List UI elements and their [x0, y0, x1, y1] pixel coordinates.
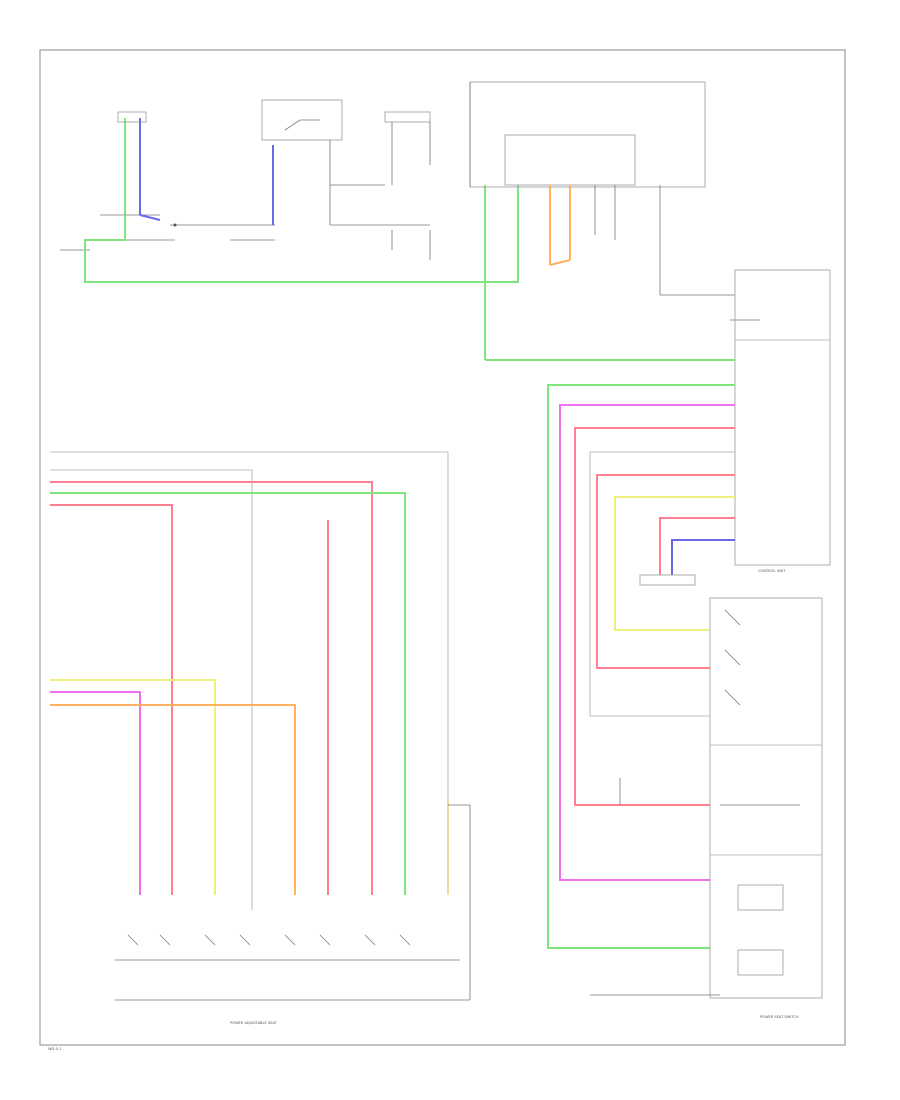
bottom-right-label: POWER SEAT SWITCH [760, 1015, 799, 1019]
power-seat-switch-block [619, 597, 823, 999]
control-unit-label: CONTROL UNIT [758, 569, 786, 573]
connector-wires [485, 359, 735, 949]
green-top-loop [84, 185, 519, 360]
top-left-switch [60, 111, 275, 251]
top-middle-switch [261, 99, 430, 226]
page-ref-label: WD-0-1 [48, 1047, 62, 1051]
bottom-main-label: POWER ADJUSTABLE SEAT [230, 1021, 278, 1025]
top-right-module [469, 81, 760, 321]
control-unit-box [734, 269, 831, 566]
diagram-frame [39, 49, 846, 1046]
bottom-switches [115, 895, 471, 1001]
top-sensor [384, 111, 431, 260]
left-bus-lines [50, 451, 471, 910]
